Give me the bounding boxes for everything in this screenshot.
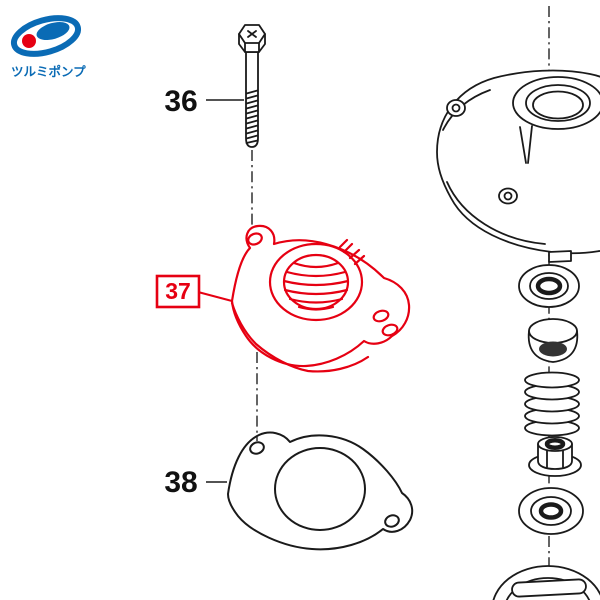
part-36-callout: 36 xyxy=(164,85,244,118)
part-38-callout: 38 xyxy=(164,466,227,499)
part-38-gasket xyxy=(227,431,414,551)
gasket-center-hole xyxy=(274,447,366,531)
slotted-disc xyxy=(492,565,600,600)
leader-line-37 xyxy=(197,291,233,302)
part-38-label: 38 xyxy=(164,466,197,499)
part-37-label: 37 xyxy=(165,278,191,304)
flange-bolt-hole xyxy=(381,323,399,337)
tsurumi-logo-text: ツルミポンプ xyxy=(11,64,86,79)
coil-spring xyxy=(524,371,580,437)
casing-slot xyxy=(519,125,533,164)
pump-casing xyxy=(436,69,600,263)
gasket-bolt-hole xyxy=(384,514,400,528)
part-37-callout: 37 xyxy=(155,274,233,309)
flange-bolt-hole xyxy=(247,232,263,246)
part-37-label-box xyxy=(155,274,201,309)
flange-thickness-edge xyxy=(230,301,370,373)
rubber-grommet xyxy=(527,318,579,363)
seal-washer xyxy=(518,264,580,308)
tsurumi-logo: ツルミポンプ xyxy=(10,15,86,79)
gasket-bolt-hole xyxy=(249,441,265,455)
flange-nut xyxy=(528,436,582,477)
logo-orbit-ring xyxy=(10,15,82,57)
flange-bolt-hole xyxy=(372,309,390,323)
part-36-label: 36 xyxy=(164,85,197,118)
tsurumi-logo-mark xyxy=(10,15,82,57)
part-36-hex-bolt xyxy=(238,24,266,148)
bolt-head-stamp xyxy=(247,30,257,38)
casing-foot xyxy=(548,250,572,263)
plain-washer xyxy=(518,487,584,535)
part-37-flange-adapter xyxy=(230,224,411,373)
flange-threads xyxy=(282,261,350,311)
disc-slot xyxy=(511,578,587,598)
logo-swoosh xyxy=(36,21,70,41)
logo-red-dot xyxy=(22,34,36,48)
flange-hatching xyxy=(338,238,366,266)
